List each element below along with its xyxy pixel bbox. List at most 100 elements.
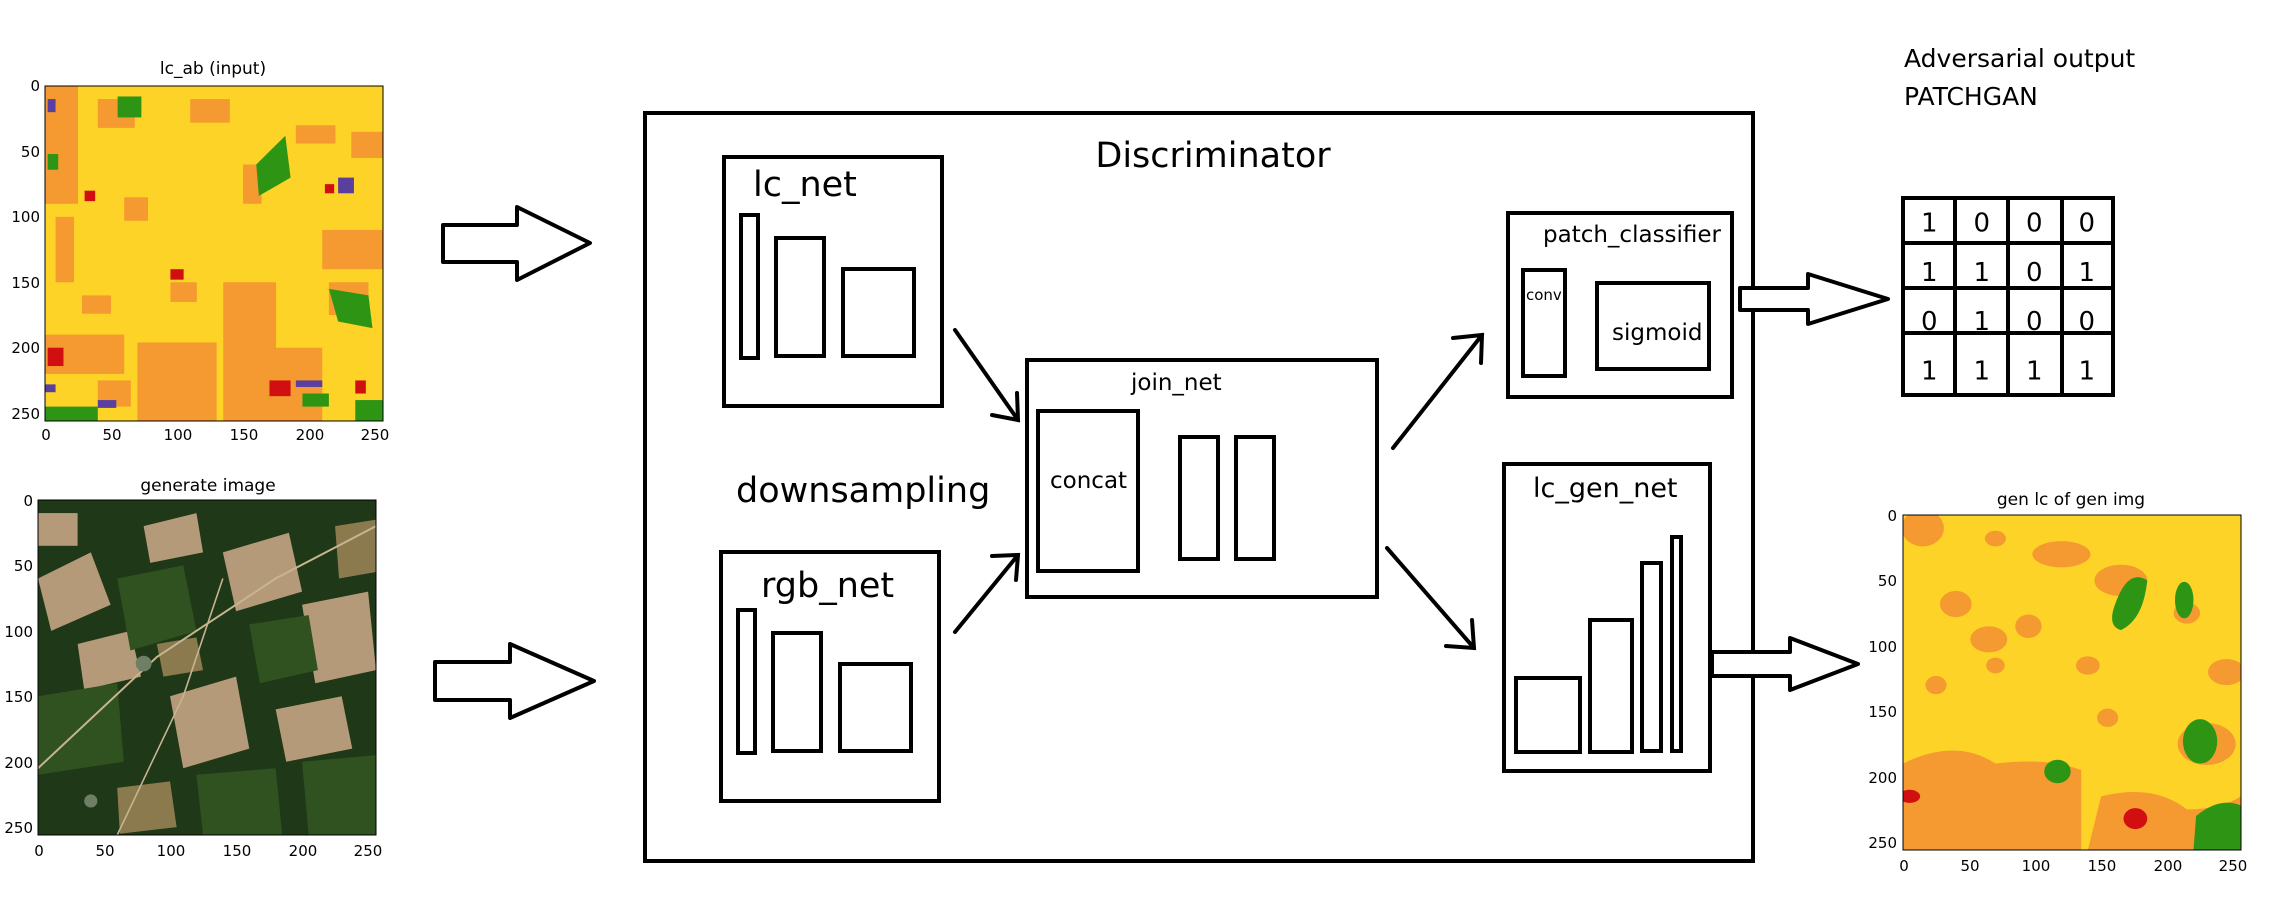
output-plot-title: gen lc of gen img <box>1997 490 2145 510</box>
input-x-tick: 250 <box>361 426 390 444</box>
concat-label: concat <box>1050 468 1127 494</box>
input-y-tick: 250 <box>11 405 40 423</box>
generated-plot-title: generate image <box>140 476 275 496</box>
output-y-tick: 150 <box>1868 703 1897 721</box>
input-y-tick: 200 <box>11 339 40 357</box>
generated-x-tick: 250 <box>354 842 383 860</box>
sigmoid-layer <box>1595 281 1711 371</box>
rgb-net-layer-2 <box>771 631 823 753</box>
patch-grid-cell: 0 <box>1974 209 1991 239</box>
discriminator-title: Discriminator <box>1095 136 1331 176</box>
patch-grid-cell: 1 <box>1974 356 1991 386</box>
input-y-tick: 50 <box>21 143 40 161</box>
arrow-rgb-net-to-join <box>953 552 1021 634</box>
input-plot-frame <box>44 85 384 422</box>
generated-satellite-image <box>38 500 376 835</box>
patch-grid-cell: 0 <box>2026 258 2043 288</box>
rgb-net-layer-1 <box>736 608 757 755</box>
output-x-tick: 250 <box>2219 857 2248 875</box>
patch-grid-cell: 1 <box>2079 356 2096 386</box>
generated-y-tick: 200 <box>4 754 33 772</box>
patch-classifier-frame <box>1506 211 1734 399</box>
lc-net-block: lc_net <box>722 155 944 408</box>
patch-grid-cell: 1 <box>2026 356 2043 386</box>
lc-gen-net-block: lc_gen_net <box>1502 462 1712 773</box>
generated-y-tick: 50 <box>14 557 33 575</box>
output-x-tick: 50 <box>1960 857 1979 875</box>
sigmoid-label: sigmoid <box>1612 320 1702 346</box>
rgb-net-frame <box>719 550 941 803</box>
patch-classifier-label: patch_classifier <box>1543 222 1722 248</box>
join-net-layer-2 <box>1234 435 1276 561</box>
patch-grid-cell: 1 <box>1974 258 1991 288</box>
output-plot-x-ticks: 0 50 100 150 200 250 <box>1899 857 2247 875</box>
patch-grid-cell: 0 <box>2026 209 2043 239</box>
lc-net-layer-3 <box>841 267 916 358</box>
discriminator-block: Discriminator downsampling lc_net rgb_ne… <box>643 111 1755 863</box>
input-plot-title: lc_ab (input) <box>160 59 266 79</box>
generated-y-tick: 100 <box>4 623 33 641</box>
input-x-tick: 0 <box>41 426 51 444</box>
lc-net-label: lc_net <box>753 165 857 205</box>
patch-grid-cell: 1 <box>1921 258 1938 288</box>
output-y-tick: 0 <box>1887 507 1897 525</box>
join-net-frame <box>1025 358 1379 599</box>
conv-label: conv <box>1526 286 1562 304</box>
patch-grid-cell: 1 <box>2079 258 2096 288</box>
input-landcover-plot: lc_ab (input) <box>11 59 389 444</box>
downsampling-label: downsampling <box>736 471 990 511</box>
output-x-tick: 100 <box>2022 857 2051 875</box>
generated-x-tick: 200 <box>289 842 318 860</box>
input-landcover-image <box>45 86 383 421</box>
generated-y-tick: 250 <box>4 819 33 837</box>
output-x-tick: 200 <box>2154 857 2183 875</box>
output-x-tick: 0 <box>1899 857 1909 875</box>
patch-grid-cell: 0 <box>2079 209 2096 239</box>
generated-x-tick: 0 <box>34 842 44 860</box>
concat-layer <box>1036 409 1140 573</box>
patch-classifier-block: patch_classifier conv sigmoid <box>1506 211 1734 399</box>
join-net-block: join_net concat <box>1025 358 1379 599</box>
hollow-arrow-to-patchgan <box>1738 272 1890 326</box>
lc-gen-net-layer-4 <box>1670 535 1683 753</box>
adversarial-title-line1: Adversarial output <box>1904 44 2135 73</box>
lc-net-layer-2 <box>774 236 826 358</box>
arrow-join-to-patch-classifier <box>1391 332 1485 450</box>
generated-plot-x-ticks: 0 50 100 150 200 250 <box>34 842 382 860</box>
lc-gen-net-frame <box>1502 462 1712 773</box>
generated-plot-y-ticks: 0 50 100 150 200 250 <box>4 492 33 837</box>
input-y-tick: 150 <box>11 274 40 292</box>
generated-y-tick: 0 <box>23 492 33 510</box>
patch-grid-cell: 1 <box>1921 209 1938 239</box>
output-plot-frame <box>1902 514 2242 851</box>
hollow-arrow-input-top <box>441 205 592 282</box>
input-plot-x-ticks: 0 50 100 150 200 250 <box>41 426 389 444</box>
adversarial-title-line2: PATCHGAN <box>1904 82 2038 111</box>
patch-grid-cell: 0 <box>2026 307 2043 337</box>
input-y-tick: 100 <box>11 208 40 226</box>
input-y-tick: 0 <box>30 77 40 95</box>
input-x-tick: 50 <box>102 426 121 444</box>
patch-grid-cell: 1 <box>1921 356 1938 386</box>
discriminator-frame <box>643 111 1755 863</box>
output-y-tick: 50 <box>1878 572 1897 590</box>
hollow-arrow-to-gen-lc <box>1710 636 1860 692</box>
arrow-join-to-lc-gen-net <box>1385 546 1477 651</box>
patch-grid-cell: 0 <box>1921 307 1938 337</box>
lc-gen-net-layer-3 <box>1640 561 1663 753</box>
generated-image-plot: generate image <box>4 476 382 860</box>
rgb-net-label: rgb_net <box>761 566 894 606</box>
patch-grid-cell: 0 <box>2079 307 2096 337</box>
lc-gen-net-layer-2 <box>1588 618 1634 754</box>
output-y-tick: 250 <box>1868 834 1897 852</box>
patch-grid-lines <box>1903 198 2113 395</box>
patchgan-output: Adversarial output PATCHGAN 1 0 0 0 1 1 0 1 0 1 0 0… <box>1901 44 2135 397</box>
output-y-tick: 200 <box>1868 769 1897 787</box>
arrow-lc-net-to-join <box>953 328 1021 423</box>
input-plot-y-ticks: 0 50 100 150 200 250 <box>11 77 40 423</box>
input-x-tick: 100 <box>164 426 193 444</box>
output-landcover-plot: gen lc of gen img <box>1868 490 2247 875</box>
lc-net-layer-1 <box>739 213 760 360</box>
